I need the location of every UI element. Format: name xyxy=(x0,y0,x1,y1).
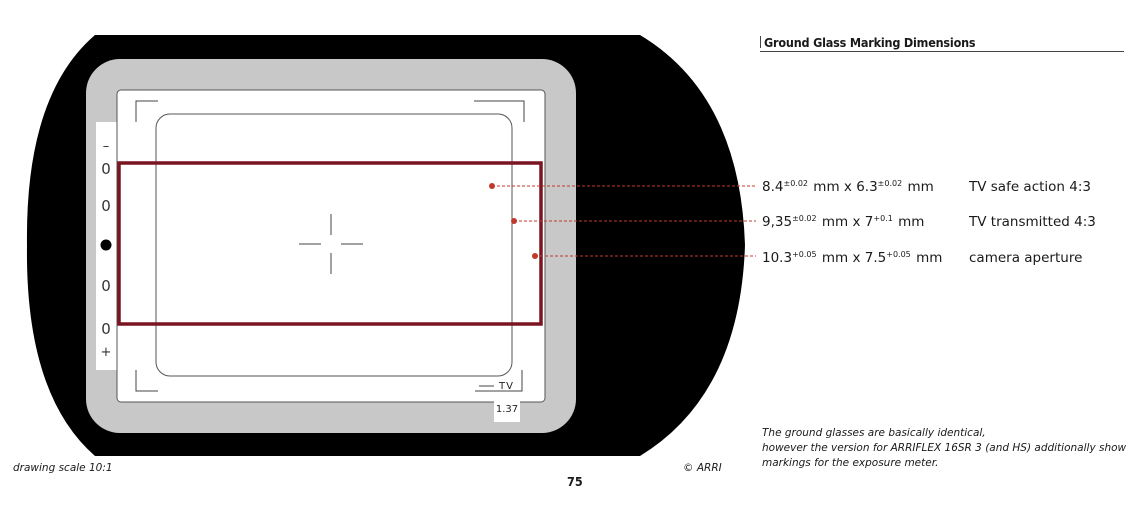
tv-safe-corner-marks xyxy=(135,100,525,392)
ground-glass-note: The ground glasses are basically identic… xyxy=(762,426,1132,471)
note-line: The ground glasses are basically identic… xyxy=(762,427,986,439)
ground-glass-field xyxy=(116,89,546,403)
leader-lines xyxy=(492,185,756,257)
dimension-label: TV safe action 4:3 xyxy=(969,179,1092,195)
meter-mark-2: 0 xyxy=(101,197,111,215)
page-number: 75 xyxy=(567,474,583,489)
note-line: markings for the exposure meter. xyxy=(762,457,939,469)
meter-mark-3: 0 xyxy=(101,277,111,295)
meter-mark-4: 0 xyxy=(101,320,111,338)
dimension-value: 8.4±0.02 mm x 6.3±0.02 mm xyxy=(762,179,934,195)
drawing-scale-note: drawing scale 10:1 xyxy=(13,462,113,474)
meter-mark-1: 0 xyxy=(101,160,111,178)
leader-dot-transmitted xyxy=(511,218,517,224)
note-line: however the version for ARRIFLEX 16SR 3 … xyxy=(762,442,1127,454)
leader-dot-aperture xyxy=(532,253,538,259)
camera-aperture-frame xyxy=(117,161,543,326)
exposure-meter-scale: – 0 0 0 0 + xyxy=(100,139,112,360)
ratio-label: 1.37 xyxy=(496,404,518,415)
meter-plus: + xyxy=(101,345,112,360)
dimension-label: camera aperture xyxy=(969,250,1083,266)
meter-minus: – xyxy=(103,139,110,154)
section-title: Ground Glass Marking Dimensions xyxy=(760,35,1124,52)
dimension-value: 10.3+0.05 mm x 7.5+0.05 mm xyxy=(762,250,943,266)
meter-indicator-dot xyxy=(100,239,112,251)
copyright-notice: © ARRI xyxy=(683,462,722,474)
tv-label: TV xyxy=(498,381,514,392)
center-crosshair xyxy=(299,214,363,274)
tv-transmitted-frame xyxy=(155,113,513,377)
dimension-label: TV transmitted 4:3 xyxy=(969,214,1096,230)
leader-dots xyxy=(489,183,538,259)
dimension-value: 9,35±0.02 mm x 7+0.1 mm xyxy=(762,214,925,230)
leader-dot-safe xyxy=(489,183,495,189)
ratio-box xyxy=(494,398,520,422)
